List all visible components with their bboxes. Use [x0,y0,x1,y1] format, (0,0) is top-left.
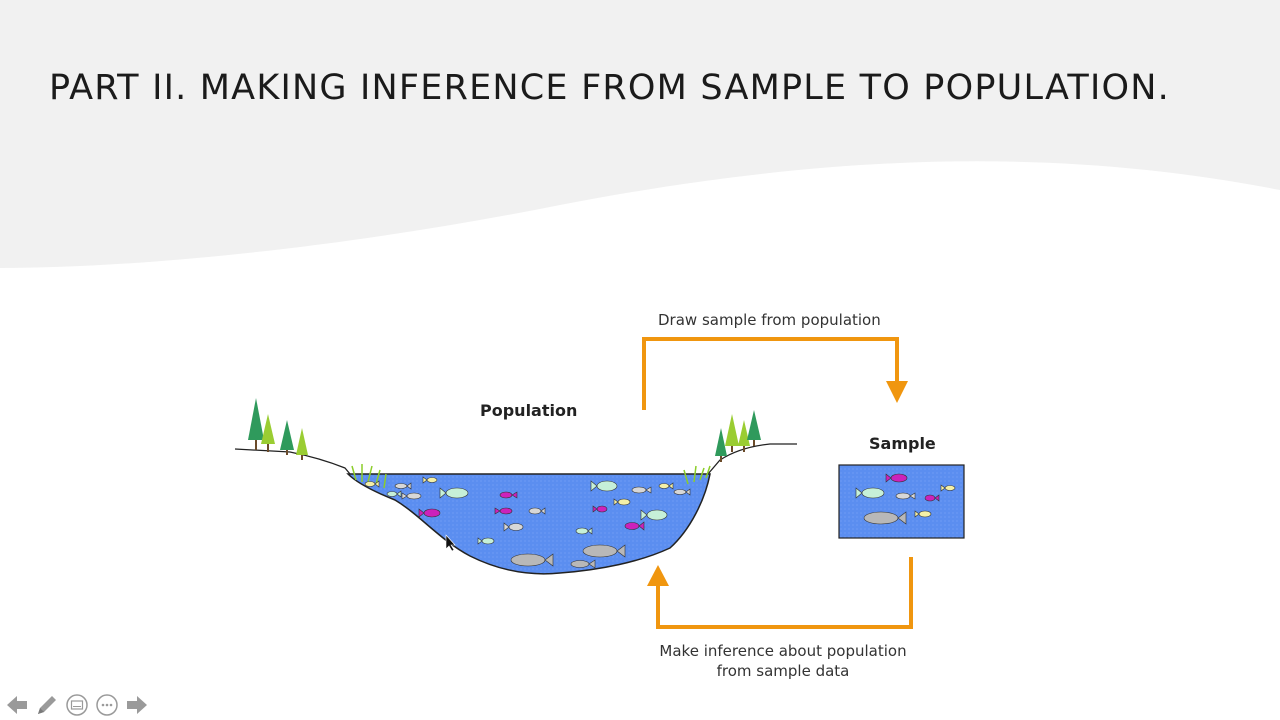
fish [673,488,691,496]
sample-box [838,464,965,539]
slideshow-controls [4,692,150,718]
subtitle-icon[interactable] [64,692,90,718]
fish [613,498,631,506]
fish [422,476,438,484]
sample-fish [855,473,956,525]
fish [401,492,422,500]
fish [528,507,546,515]
fish [394,482,412,490]
fish [418,508,441,518]
population-label: Population [480,401,578,420]
pond-fish [364,476,691,569]
sample-label: Sample [869,434,936,453]
fish [439,487,469,499]
fish [386,490,402,498]
fish [499,491,518,499]
fish [494,507,513,515]
trees-right [715,410,761,462]
fish [924,494,940,502]
fish [914,510,932,518]
fish [503,522,524,532]
fish [364,480,380,488]
fish [885,473,908,483]
fish [570,559,596,569]
inference-label: Make inference about population from sam… [659,642,907,680]
fish [575,527,593,535]
inference-arrow [647,557,913,629]
fish [895,492,916,500]
reeds [351,464,711,489]
fish [590,480,618,492]
ground-line [234,443,797,475]
draw-sample-arrow [642,337,908,410]
fish [658,482,674,490]
mouse-cursor [445,534,456,552]
prev-arrow-icon[interactable] [4,692,30,718]
fish [855,487,885,499]
next-arrow-icon[interactable] [124,692,150,718]
fish [863,511,907,525]
fish [940,484,956,492]
fish [624,521,645,531]
fish [631,486,652,494]
more-icon[interactable] [94,692,120,718]
trees-left [248,398,308,460]
slide-title: PART II. MAKING INFERENCE FROM SAMPLE TO… [49,68,1170,108]
fish [510,553,554,567]
fish [582,544,626,558]
draw-sample-label: Draw sample from population [658,311,881,329]
fish [640,509,668,521]
fish [477,537,495,545]
fish [592,505,608,513]
pen-icon[interactable] [34,692,60,718]
